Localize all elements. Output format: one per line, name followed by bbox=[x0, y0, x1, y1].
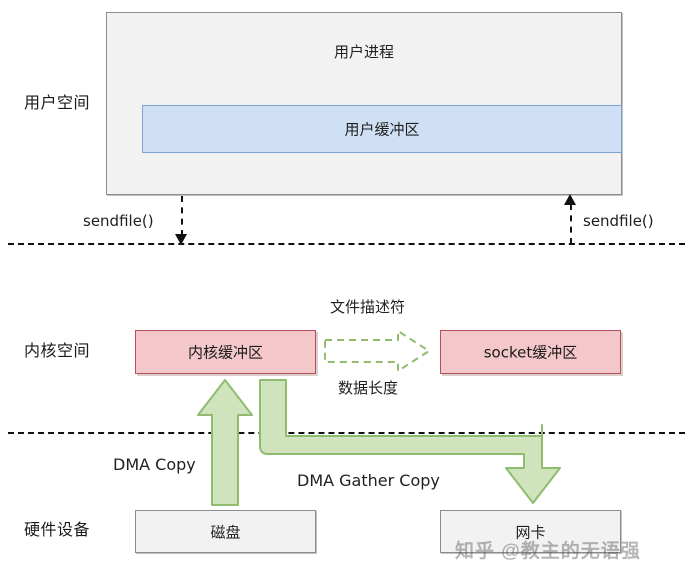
data-length-caption: 数据长度 bbox=[338, 380, 399, 397]
disk-label: 磁盘 bbox=[210, 524, 241, 541]
sendfile-label-left: sendfile() bbox=[83, 212, 154, 230]
socket-buffer-box: socket缓冲区 bbox=[440, 330, 621, 374]
divider-kernel-hardware bbox=[8, 432, 685, 434]
zone-label-hardware-space: 硬件设备 bbox=[24, 522, 91, 539]
user-process-box: 用户进程 用户缓冲区 bbox=[106, 12, 622, 195]
dma-copy-label: DMA Copy bbox=[113, 455, 196, 474]
dma-gather-copy-label: DMA Gather Copy bbox=[297, 471, 440, 490]
dma-copy-block-arrow-icon bbox=[197, 379, 253, 506]
zone-label-kernel-space: 内核空间 bbox=[24, 343, 91, 360]
sendfile-up-arrowhead-icon bbox=[564, 194, 576, 205]
sendfile-label-right: sendfile() bbox=[583, 212, 654, 230]
socket-buffer-label: socket缓冲区 bbox=[483, 343, 578, 362]
sendfile-down-arrowhead-icon bbox=[175, 234, 187, 245]
kernel-buffer-label: 内核缓冲区 bbox=[187, 344, 263, 362]
sendfile-down-connector bbox=[181, 196, 183, 236]
zone-label-user-space: 用户空间 bbox=[24, 95, 91, 112]
watermark: 知乎 @教主的无语强 bbox=[455, 541, 641, 562]
user-buffer-label: 用户缓冲区 bbox=[344, 121, 420, 139]
file-descriptor-caption: 文件描述符 bbox=[330, 299, 406, 316]
sendfile-up-connector bbox=[570, 204, 572, 244]
disk-box: 磁盘 bbox=[135, 510, 316, 553]
user-process-label: 用户进程 bbox=[333, 44, 394, 61]
divider-user-kernel bbox=[8, 243, 685, 245]
network-card-label: 网卡 bbox=[515, 524, 546, 541]
user-buffer-box: 用户缓冲区 bbox=[142, 105, 622, 153]
descriptor-block-arrow-icon bbox=[324, 330, 430, 372]
kernel-buffer-box: 内核缓冲区 bbox=[135, 330, 316, 374]
network-card-box: 网卡 bbox=[440, 510, 621, 553]
